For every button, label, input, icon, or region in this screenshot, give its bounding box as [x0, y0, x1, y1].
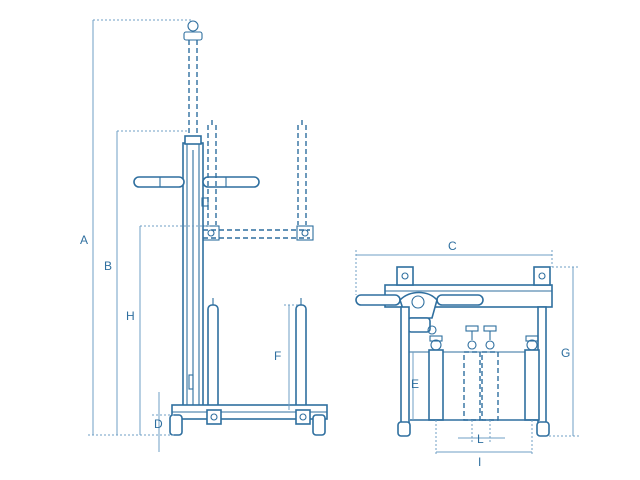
front-handle: [355, 291, 484, 335]
front-inner-forks: [463, 325, 499, 421]
label-g: G: [561, 346, 570, 360]
side-view: [88, 19, 328, 452]
front-view: [355, 250, 580, 456]
side-dimensions: [88, 19, 300, 452]
side-base: [169, 404, 328, 436]
label-h: H: [126, 309, 135, 323]
label-c: C: [448, 239, 457, 253]
front-dimensions: [355, 250, 580, 456]
dimension-labels: A B H D F C G E L I: [80, 233, 570, 469]
label-i: I: [478, 455, 481, 469]
side-handle-bar: [133, 176, 260, 188]
label-b: B: [104, 259, 112, 273]
label-l: L: [477, 432, 484, 446]
lower-forks: [207, 298, 307, 411]
main-column: [182, 135, 204, 416]
label-f: F: [274, 349, 281, 363]
label-e: E: [411, 377, 419, 391]
label-d: D: [154, 417, 163, 431]
label-a: A: [80, 233, 88, 247]
raised-forks-dashed: [201, 120, 314, 241]
extended-column-dashed: [183, 20, 203, 135]
front-outer-forks: [428, 335, 540, 421]
